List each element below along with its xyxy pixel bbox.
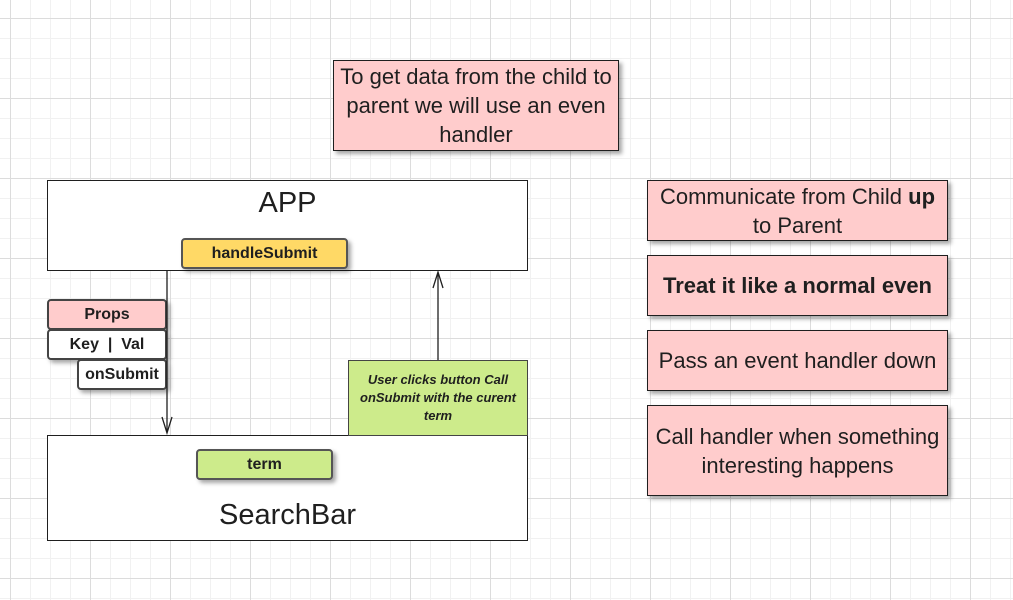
user-clicks-note: User clicks button Call onSubmit with th… bbox=[348, 360, 528, 436]
props-header: Props bbox=[47, 299, 167, 330]
step-communicate-pre: Communicate from Child bbox=[659, 183, 909, 209]
step-pass-handler-text: Pass an event handler down bbox=[658, 348, 937, 373]
step-treat-normal-text: Treat it like a normal even bbox=[662, 273, 932, 298]
props-header-label: Props bbox=[84, 305, 130, 323]
props-on-submit-row: onSubmit bbox=[77, 359, 167, 390]
handle-submit-label: handleSubmit bbox=[211, 244, 318, 262]
step-communicate-text: Communicate from Child up to Parent bbox=[648, 182, 947, 240]
props-key-val-label: Key | Val bbox=[69, 335, 145, 353]
step-communicate-bold: up bbox=[908, 183, 936, 209]
props-on-submit-label: onSubmit bbox=[85, 365, 159, 383]
step-pass-handler: Pass an event handler down bbox=[647, 330, 948, 391]
step-call-handler-text: Call handler when something interesting … bbox=[655, 423, 940, 478]
step-communicate-post: to Parent bbox=[752, 212, 843, 238]
app-title: APP bbox=[258, 187, 317, 219]
handle-submit-box: handleSubmit bbox=[181, 238, 348, 269]
search-bar-title: SearchBar bbox=[218, 499, 356, 531]
step-call-handler: Call handler when something interesting … bbox=[647, 405, 948, 496]
props-key-val-row: Key | Val bbox=[47, 329, 167, 360]
arrow-up-head bbox=[432, 269, 444, 289]
step-treat-normal: Treat it like a normal even bbox=[647, 255, 948, 316]
term-box: term bbox=[196, 449, 333, 480]
arrow-down-head bbox=[161, 416, 173, 436]
note-top-text: To get data from the child to parent we … bbox=[340, 64, 612, 147]
user-clicks-note-text: User clicks button Call onSubmit with th… bbox=[360, 372, 516, 423]
term-label: term bbox=[247, 455, 282, 473]
note-top: To get data from the child to parent we … bbox=[333, 60, 619, 151]
step-communicate: Communicate from Child up to Parent bbox=[647, 180, 948, 241]
